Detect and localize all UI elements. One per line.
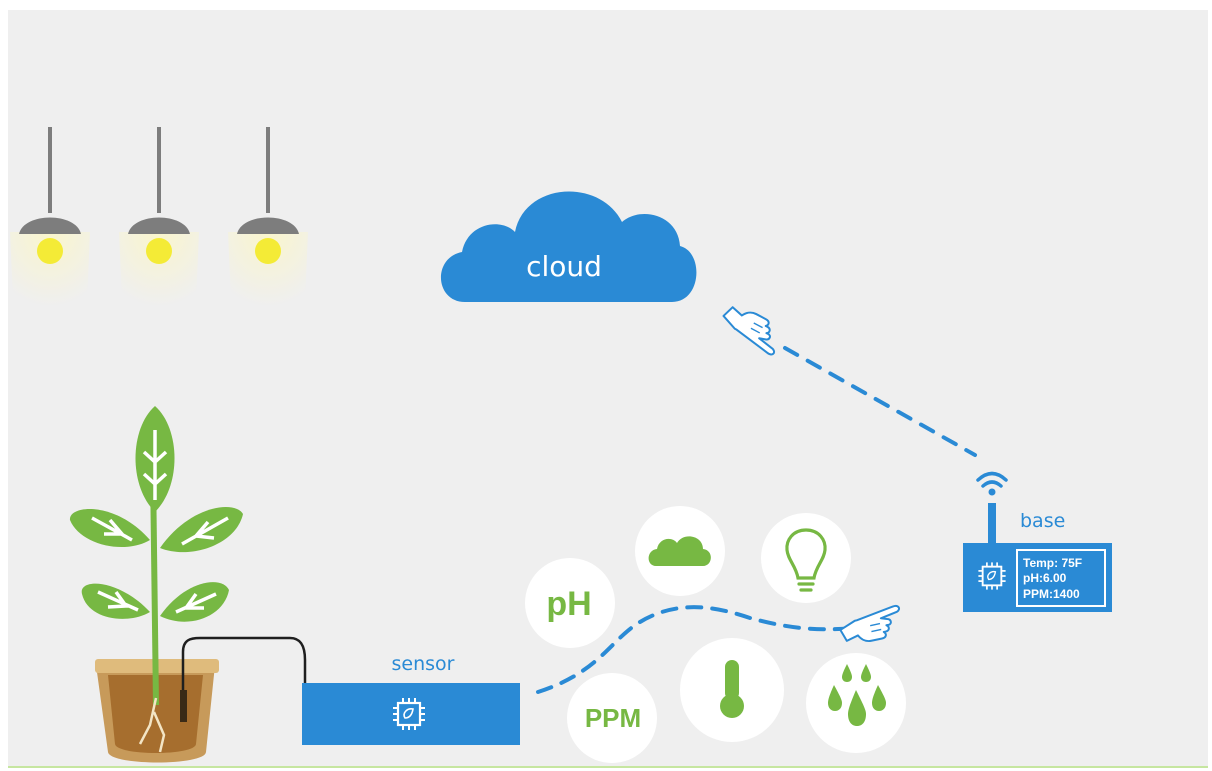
pendant-lamp-icon xyxy=(119,127,199,325)
sensor-device: sensor xyxy=(302,653,520,745)
ppm-label: PPM xyxy=(585,703,641,733)
cloud-label: cloud xyxy=(526,250,602,283)
weather-metric xyxy=(635,506,725,596)
antenna xyxy=(988,503,996,545)
base-device: base Temp: 75F pH:6.00 PPM:1400 xyxy=(963,471,1112,612)
base-readout-ph: pH:6.00 xyxy=(1023,571,1067,585)
cloud-shape xyxy=(440,191,697,302)
base-readout-ppm: PPM:1400 xyxy=(1023,587,1080,601)
thermometer-icon xyxy=(720,660,744,718)
pendant-lamp-icon xyxy=(228,127,308,325)
water-drops-icon xyxy=(828,664,886,726)
wifi-icon xyxy=(976,471,1008,496)
background-panel xyxy=(8,10,1208,766)
pendant-lamp-icon xyxy=(10,127,90,325)
ppm-metric: PPM xyxy=(567,673,657,763)
base-screen xyxy=(1016,549,1106,607)
ph-metric: pH xyxy=(525,558,615,648)
water-metric xyxy=(806,653,906,753)
light-bulb-icon xyxy=(785,528,827,592)
base-readout-temp: Temp: 75F xyxy=(1023,556,1082,570)
base-label: base xyxy=(1020,510,1065,532)
plant-in-pot-icon xyxy=(69,406,307,763)
cloud-node: cloud xyxy=(440,191,697,302)
sensor-label: sensor xyxy=(392,653,455,675)
sensor-base-link xyxy=(536,605,857,694)
ph-label: pH xyxy=(546,585,591,623)
cloud-icon xyxy=(648,536,711,566)
light-metric xyxy=(761,513,851,603)
temperature-metric xyxy=(680,638,784,742)
cloud-base-link xyxy=(783,346,977,457)
